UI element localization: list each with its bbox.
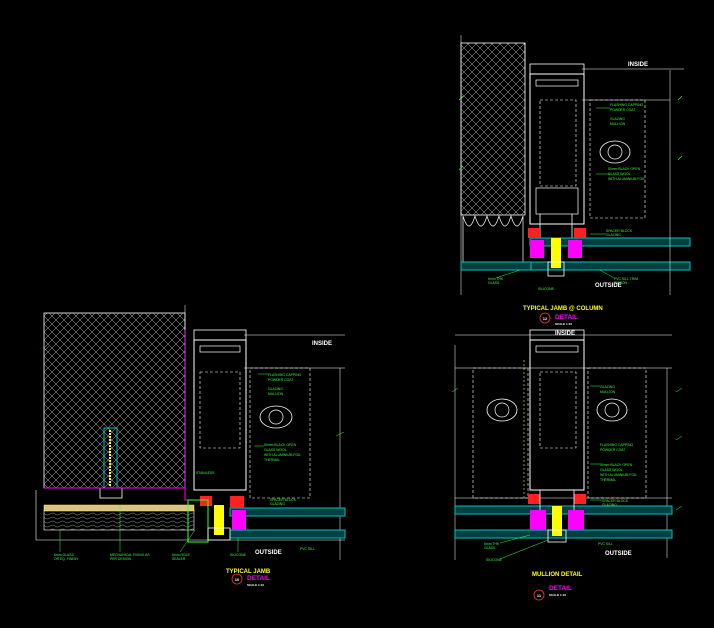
svg-text:6mm THK: 6mm THK (488, 277, 504, 281)
svg-text:GLAZING: GLAZING (268, 387, 283, 391)
svg-text:GLAZING: GLAZING (270, 502, 285, 506)
detail-word: DETAIL (549, 585, 572, 592)
svg-text:6mm THK: 6mm THK (484, 542, 500, 546)
inside-label: INSIDE (555, 331, 575, 337)
svg-text:RIBBON: RIBBON (614, 281, 628, 285)
svg-text:GLAZING: GLAZING (610, 117, 625, 121)
svg-text:6mm GLASS: 6mm GLASS (54, 553, 75, 557)
svg-text:MULLION: MULLION (610, 122, 626, 126)
svg-text:WITH ALUMINIUM FOIL: WITH ALUMINIUM FOIL (264, 453, 301, 457)
svg-text:FLASHING CAPPING: FLASHING CAPPING (600, 443, 634, 447)
aluminium-profile (529, 339, 585, 491)
concrete-column (460, 42, 526, 216)
svg-text:SILICONE: SILICONE (486, 558, 503, 562)
svg-text:GLAZING: GLAZING (600, 385, 615, 389)
detail-scale: SCALE 1:10 (549, 593, 566, 597)
svg-text:GLASS: GLASS (484, 546, 496, 550)
glass-pane (454, 505, 673, 515)
outside-label: OUTSIDE (255, 550, 282, 556)
svg-text:SPACER BLOCK: SPACER BLOCK (270, 498, 297, 502)
svg-text:GLASS: GLASS (488, 281, 500, 285)
detail-number: 10 (235, 577, 240, 582)
svg-text:PVC SILL: PVC SILL (598, 542, 613, 546)
detail-scale: SCALE 1:10 (555, 322, 572, 326)
svg-text:50mm BLACK OPEN: 50mm BLACK OPEN (264, 443, 297, 447)
svg-text:MULLION: MULLION (268, 392, 284, 396)
inside-label: INSIDE (628, 62, 648, 68)
detail-title: TYPICAL JAMB @ COLUMN (523, 306, 603, 312)
svg-text:WITH ALUMINIUM FOIL: WITH ALUMINIUM FOIL (600, 473, 637, 477)
inside-label: INSIDE (312, 341, 332, 347)
svg-text:OR EQ. FINISH: OR EQ. FINISH (54, 557, 78, 561)
detail-number: 11 (537, 593, 542, 598)
svg-text:POWDER COAT: POWDER COAT (600, 448, 625, 452)
detail-number: 12 (543, 316, 548, 321)
detail-title: MULLION DETAIL (532, 572, 583, 578)
svg-text:SILICONE: SILICONE (230, 553, 247, 557)
gasket (232, 510, 246, 530)
glass-pane (229, 507, 346, 517)
aluminium-profile (193, 339, 247, 491)
svg-text:SPACER BLOCK: SPACER BLOCK (606, 229, 633, 233)
detail-word: DETAIL (555, 314, 578, 321)
gasket (530, 240, 544, 258)
svg-text:FLASHING CAPPING: FLASHING CAPPING (610, 103, 644, 107)
svg-text:POWDER COAT: POWDER COAT (268, 378, 293, 382)
svg-text:WITH ALUMINIUM FOIL: WITH ALUMINIUM FOIL (608, 177, 645, 181)
svg-text:50mm BLACK OPEN: 50mm BLACK OPEN (600, 463, 633, 467)
svg-text:GLASS WOOL: GLASS WOOL (608, 172, 631, 176)
svg-text:50mm BLACK OPEN: 50mm BLACK OPEN (608, 167, 641, 171)
concrete-wall (43, 312, 186, 489)
outside-label: OUTSIDE (595, 283, 622, 289)
svg-text:GLAZING: GLAZING (602, 503, 617, 507)
svg-text:FLASHING CAPPING: FLASHING CAPPING (268, 373, 302, 377)
svg-text:GLASS WOOL: GLASS WOOL (264, 448, 287, 452)
detail-title: TYPICAL JAMB (226, 569, 271, 575)
fixing (552, 506, 562, 536)
svg-text:MECHANICAL FIXING AS: MECHANICAL FIXING AS (110, 553, 150, 557)
svg-text:STAINLESS: STAINLESS (196, 471, 215, 475)
svg-text:POWDER COAT: POWDER COAT (610, 108, 635, 112)
fixing (551, 238, 561, 268)
detail-word: DETAIL (247, 575, 270, 582)
svg-text:THERMAL: THERMAL (264, 458, 280, 462)
gasket (530, 510, 546, 530)
svg-text:THERMAL: THERMAL (600, 478, 616, 482)
insulation (462, 214, 524, 263)
svg-text:GLASS WOOL: GLASS WOOL (600, 468, 623, 472)
fixing (214, 505, 224, 535)
svg-text:SILICONE: SILICONE (538, 287, 555, 291)
svg-text:PVC SILL TRIM: PVC SILL TRIM (614, 277, 638, 281)
detail-scale: SCALE 1:10 (247, 583, 264, 587)
svg-text:PER DESIGN: PER DESIGN (110, 557, 131, 561)
timber-fascia (43, 509, 195, 531)
svg-text:6mm HOLE: 6mm HOLE (172, 553, 190, 557)
outside-label: OUTSIDE (605, 551, 632, 557)
svg-text:GLAZING: GLAZING (606, 233, 621, 237)
svg-text:PVC SILL: PVC SILL (300, 547, 315, 551)
svg-text:SPACER BLOCK: SPACER BLOCK (602, 499, 629, 503)
svg-text:MULLION: MULLION (600, 390, 616, 394)
svg-text:SEALER: SEALER (172, 557, 186, 561)
